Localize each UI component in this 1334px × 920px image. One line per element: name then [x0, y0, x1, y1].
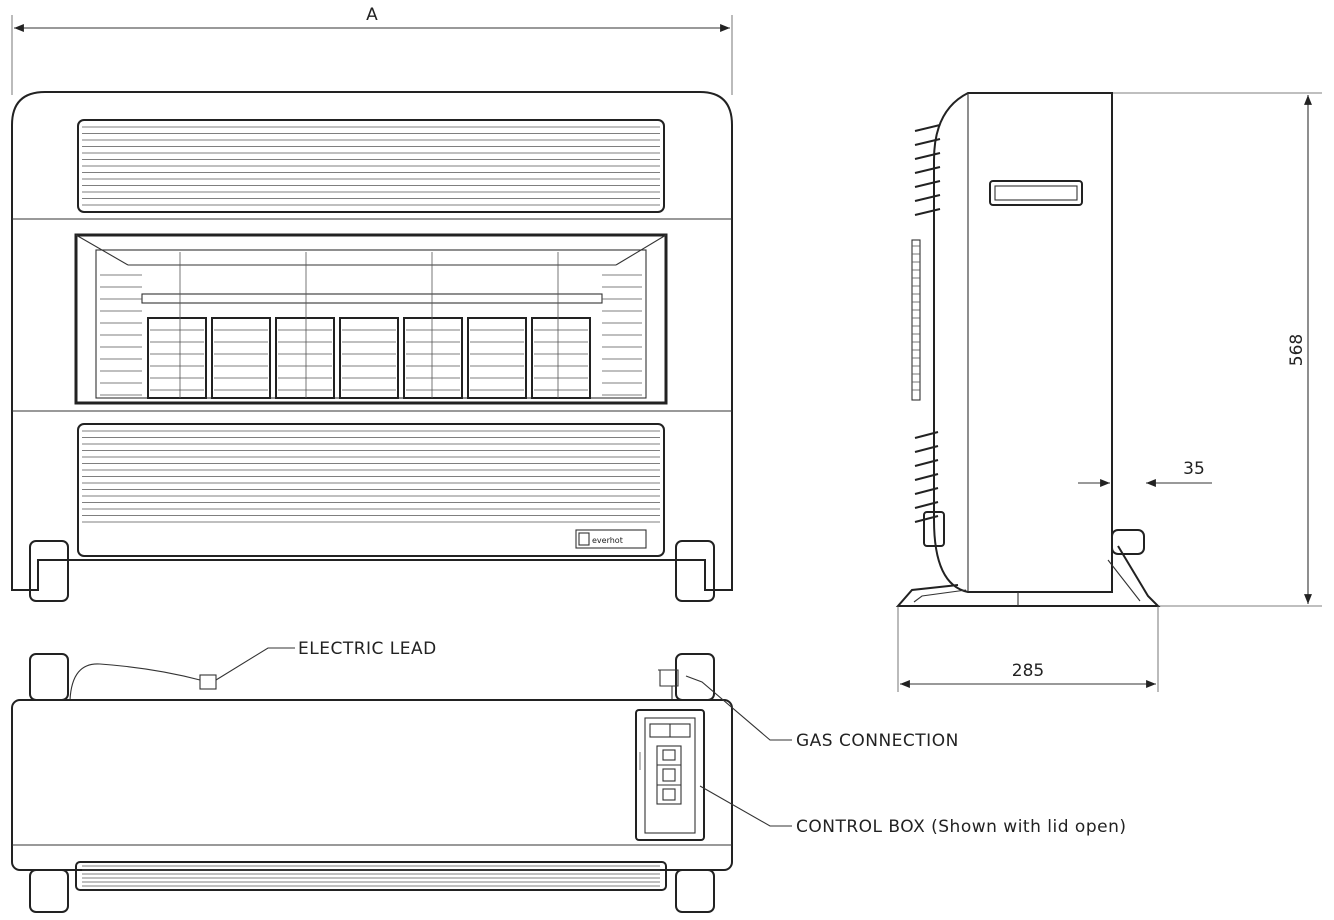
- front-right-foot: [675, 540, 715, 602]
- side-stand: [895, 545, 1161, 607]
- dimension-35-label: 35: [1183, 459, 1205, 479]
- gas-connection-label: GAS CONNECTION: [796, 731, 959, 751]
- front-left-foot: [29, 540, 69, 602]
- side-view: 568 35 285: [895, 92, 1322, 692]
- dimension-568-label: 568: [1287, 334, 1307, 366]
- dimension-a: A: [11, 5, 733, 95]
- bottom-grille: [75, 861, 667, 891]
- gas-pipe: [658, 669, 679, 700]
- dimension-285-label: 285: [1012, 661, 1044, 681]
- lower-louvre-panel: everhot: [77, 423, 665, 557]
- electric-plug: [199, 674, 217, 690]
- electric-lead-callout: ELECTRIC LEAD: [215, 639, 437, 681]
- brand-badge: [575, 529, 647, 549]
- gas-connection-callout: GAS CONNECTION: [685, 675, 959, 751]
- brand-badge-text: everhot: [592, 536, 623, 545]
- dimension-a-label: A: [366, 5, 378, 25]
- control-box: [635, 709, 705, 841]
- side-handle: [989, 180, 1083, 206]
- side-casing: [933, 92, 1113, 593]
- control-box-label: CONTROL BOX (Shown with lid open): [796, 817, 1126, 837]
- control-box-callout: CONTROL BOX (Shown with lid open): [699, 785, 1126, 837]
- dimension-285: 285: [897, 606, 1159, 692]
- dimension-35: 35: [1078, 459, 1212, 487]
- dimension-568: 568: [1112, 92, 1322, 607]
- upper-louvre-panel: [77, 119, 665, 213]
- front-casing: [11, 91, 733, 591]
- top-view: ELECTRIC LEAD GAS CONNECTION CONTROL BOX…: [11, 639, 1126, 913]
- front-view: A everhot: [11, 5, 733, 602]
- fire-window: [74, 233, 668, 405]
- electric-lead: [69, 663, 201, 701]
- electric-lead-label: ELECTRIC LEAD: [298, 639, 437, 659]
